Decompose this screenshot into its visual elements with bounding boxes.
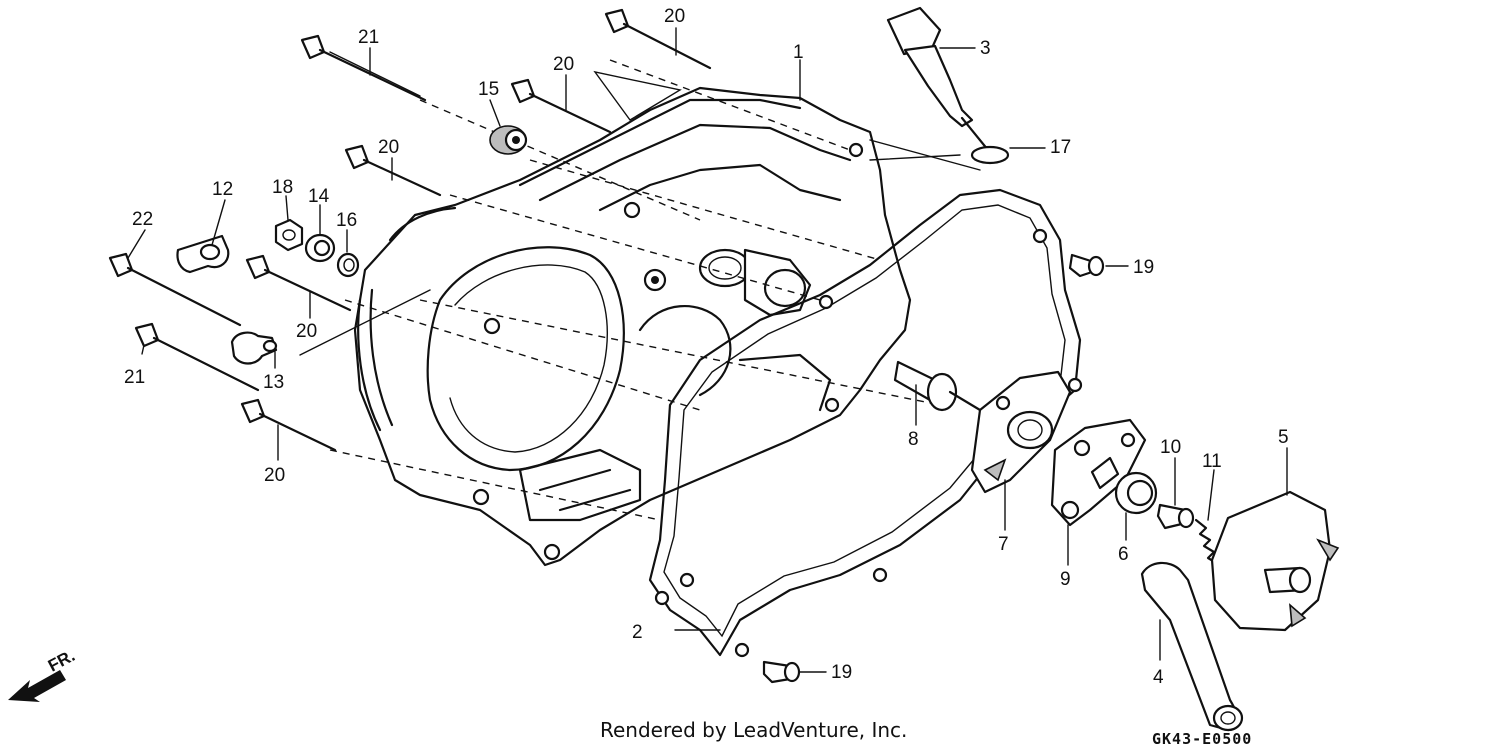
credit-text: Rendered by LeadVenture, Inc. xyxy=(600,718,907,742)
dowel-pin-19-bottom xyxy=(762,660,801,684)
plate-9 xyxy=(1050,418,1147,527)
clamp-12 xyxy=(176,234,230,274)
callout-22: 22 xyxy=(132,209,153,230)
callout-9: 9 xyxy=(1060,569,1071,590)
callout-7: 7 xyxy=(998,534,1009,555)
callout-16: 16 xyxy=(336,210,357,231)
callout-20-middle: 20 xyxy=(296,321,317,342)
alignment-lines xyxy=(299,59,981,521)
callout-2: 2 xyxy=(632,622,643,643)
callout-15: 15 xyxy=(478,79,499,100)
callout-12: 12 xyxy=(212,179,233,200)
callout-14: 14 xyxy=(308,186,330,207)
callout-20-top: 20 xyxy=(664,6,685,27)
clutch-lever-5 xyxy=(1210,490,1340,632)
callout-21-lower: 21 xyxy=(124,367,145,388)
o-ring-17 xyxy=(970,145,1010,165)
callout-21-top: 21 xyxy=(358,27,379,48)
callout-20-bottom: 20 xyxy=(264,465,285,486)
oil-seal-15 xyxy=(489,125,528,155)
callout-6: 6 xyxy=(1118,544,1129,565)
front-label: FR. xyxy=(45,646,78,676)
callout-4: 4 xyxy=(1153,667,1164,688)
stud-8 xyxy=(893,360,982,412)
washer-14 xyxy=(304,233,336,263)
leader-lines xyxy=(127,27,1288,673)
bolt-21-top xyxy=(300,34,427,102)
callout-20-second: 20 xyxy=(553,54,574,75)
bolt-20-middle xyxy=(245,254,352,312)
seal-6 xyxy=(1114,471,1158,515)
callout-1: 1 xyxy=(793,42,804,63)
callout-13: 13 xyxy=(263,372,284,393)
bolt-20-top xyxy=(604,8,712,70)
callout-18: 18 xyxy=(272,177,293,198)
spring-11 xyxy=(1194,518,1220,566)
bolt-21-lower xyxy=(134,322,260,392)
callout-labels: 1 2 3 4 5 6 7 8 9 10 11 12 13 14 15 16 1… xyxy=(124,6,1289,688)
front-direction-marker: FR. xyxy=(8,646,78,702)
bolt-20-second xyxy=(510,78,612,134)
crankcase-cover-gasket xyxy=(648,188,1083,658)
callout-17: 17 xyxy=(1050,137,1071,158)
callout-20-third: 20 xyxy=(378,137,399,158)
bolt-20-third xyxy=(344,144,442,197)
pin-10 xyxy=(1156,503,1195,530)
clip-13 xyxy=(230,331,278,365)
washer-16 xyxy=(336,252,360,278)
front-arrow-icon xyxy=(8,670,66,702)
callout-8: 8 xyxy=(908,429,919,450)
bolt-20-bottom xyxy=(240,398,337,452)
callout-19-bottom: 19 xyxy=(831,662,852,683)
callout-3: 3 xyxy=(980,38,991,59)
callout-11: 11 xyxy=(1202,451,1222,472)
nut-18 xyxy=(274,218,304,252)
callout-19-top: 19 xyxy=(1133,257,1154,278)
clutch-arm-4 xyxy=(1140,561,1244,732)
clutch-lifter-plate-7 xyxy=(970,370,1072,494)
callout-10: 10 xyxy=(1160,437,1181,458)
oil-level-gauge-3 xyxy=(886,6,990,152)
diagram-code: GK43-E0500 xyxy=(1152,730,1252,748)
right-crankcase-cover xyxy=(353,86,912,567)
dowel-pin-19-top xyxy=(1068,253,1105,278)
bolt-22 xyxy=(108,252,242,327)
callout-5: 5 xyxy=(1278,427,1289,448)
